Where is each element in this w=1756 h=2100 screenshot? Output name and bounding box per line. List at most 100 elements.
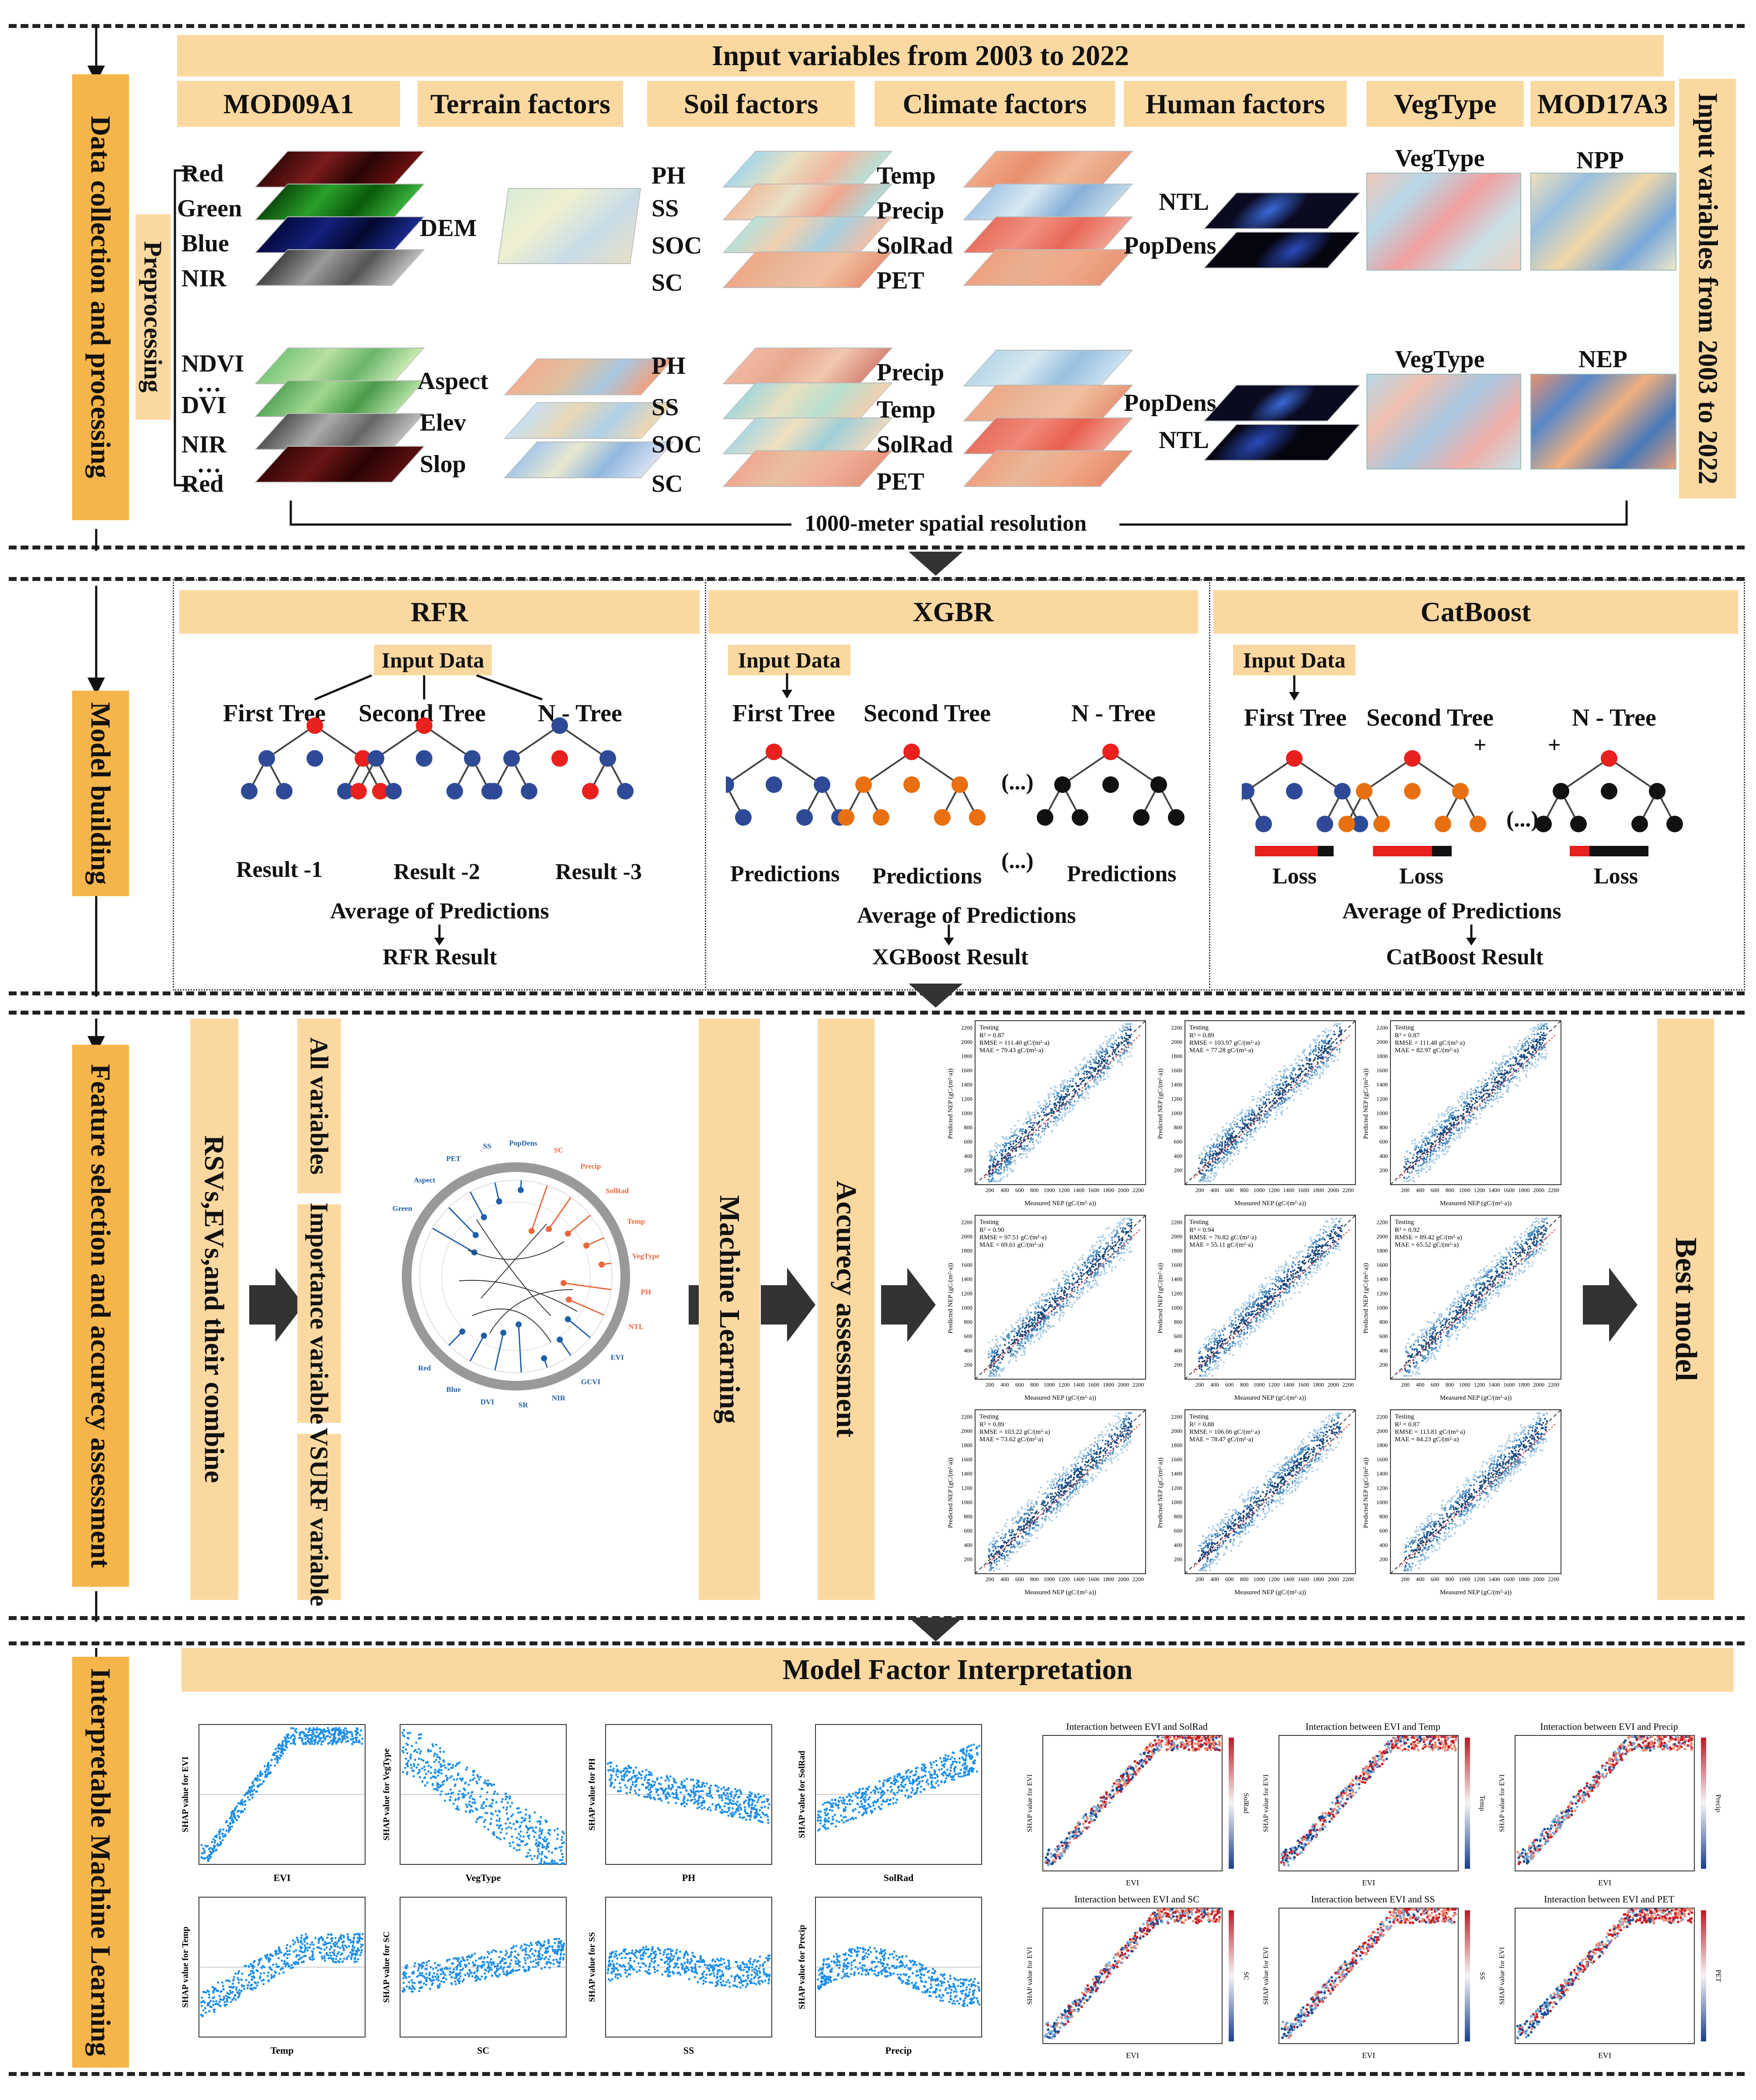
scatter-point [1084, 1098, 1087, 1101]
scatter-ytick: 200 [1174, 1167, 1183, 1173]
scatter-point [1131, 1043, 1133, 1046]
scatter-point [1289, 1255, 1291, 1257]
scatter-point [1200, 1368, 1203, 1371]
climate-bot-pet: PET [877, 468, 924, 495]
scatter-point [1333, 1031, 1335, 1033]
scatter-point [1013, 1353, 1015, 1356]
scatter-point [1449, 1337, 1451, 1339]
scatter-point [1233, 1154, 1236, 1156]
scatter-point [1456, 1137, 1458, 1139]
scatter-point [1010, 1140, 1012, 1143]
scatter-point [1095, 1058, 1097, 1060]
scatter-point [1127, 1023, 1129, 1025]
scatter-point [1311, 1249, 1314, 1252]
scatter-point [1092, 1263, 1094, 1266]
scatter-point [1254, 1328, 1256, 1330]
scatter-point [1439, 1126, 1441, 1128]
scatter-point [1446, 1128, 1448, 1130]
scatter-point [1225, 1134, 1227, 1137]
scatter-point [1297, 1064, 1300, 1067]
scatter-point [1010, 1127, 1013, 1130]
scatter-point [1082, 1072, 1084, 1074]
scatter-point [1461, 1128, 1463, 1130]
scatter-point [1242, 1309, 1244, 1311]
scatter-point [1098, 1255, 1101, 1258]
scatter-point [1033, 1316, 1036, 1318]
scatter-point [1407, 1160, 1409, 1163]
scatter-point [1422, 1332, 1424, 1335]
scatter-point [1223, 1156, 1226, 1158]
scatter-point [1039, 1331, 1041, 1333]
scatter-point [1018, 1146, 1021, 1148]
scatter-point [1337, 1059, 1339, 1061]
scatter-point [1327, 1033, 1330, 1036]
scatter-point [1453, 1139, 1456, 1141]
scatter-point [1263, 1316, 1266, 1318]
scatter-point [1282, 1082, 1284, 1085]
scatter-point [1003, 1146, 1006, 1149]
scatter-point [1320, 1263, 1322, 1265]
scatter-point [1536, 1026, 1539, 1028]
scatter-point [1430, 1149, 1432, 1152]
scatter-point [1470, 1119, 1472, 1121]
scatter-point [1118, 1043, 1120, 1046]
scatter-point [1404, 1166, 1406, 1168]
scatter-point [1404, 1180, 1406, 1182]
scatter-point [1338, 1026, 1341, 1029]
scatter-point [1526, 1064, 1528, 1067]
scatter-point [1228, 1129, 1231, 1131]
scatter-point [1124, 1245, 1126, 1247]
scatter-point [1276, 1084, 1278, 1086]
lollipop-head [557, 1336, 563, 1343]
scatter-point [1231, 1345, 1233, 1347]
scatter-point [1263, 1287, 1265, 1290]
scatter-point [1539, 1025, 1541, 1027]
scatter-point [1035, 1122, 1038, 1124]
scatter-point [1497, 1085, 1499, 1088]
npp-map [1530, 173, 1676, 271]
scatter-point [1292, 1094, 1294, 1097]
scatter-point [1415, 1160, 1417, 1162]
scatter-point [989, 1159, 992, 1162]
scatter-point [1330, 1053, 1332, 1055]
scatter-point [1240, 1307, 1243, 1309]
scatter-point [1216, 1365, 1219, 1368]
scatter-xtick: 1200 [1268, 1187, 1279, 1193]
scatter-point [1085, 1071, 1087, 1073]
scatter-xtick: 600 [1015, 1187, 1024, 1193]
scatter-point [1048, 1307, 1050, 1309]
lollipop-head [528, 1227, 535, 1234]
scatter-point [1205, 1159, 1207, 1161]
scatter-point [1498, 1068, 1500, 1070]
scatter-point [1298, 1088, 1300, 1091]
scatter-point [1121, 1239, 1123, 1241]
scatter-point [1414, 1138, 1416, 1141]
cat-final: CatBoost Result [1386, 945, 1543, 970]
scatter-point [1443, 1142, 1446, 1144]
option-all: All variables [297, 1019, 341, 1193]
scatter-point [1420, 1146, 1422, 1149]
scatter-point [1226, 1141, 1229, 1144]
scatter-point [1266, 1299, 1268, 1301]
scatter-point [1223, 1348, 1226, 1350]
scatter-point [1030, 1340, 1033, 1342]
scatter-point [1216, 1341, 1219, 1343]
scatter-point [1431, 1130, 1433, 1132]
circle-feature-label: SolRad [606, 1186, 629, 1195]
lollipop-stem [432, 1227, 475, 1253]
scatter-point [1211, 1171, 1213, 1173]
scatter-point [1038, 1120, 1041, 1123]
scatter-point [1230, 1126, 1232, 1128]
scatter-point [1261, 1321, 1264, 1323]
scatter-point [1286, 1271, 1289, 1273]
scatter-point [1243, 1338, 1245, 1341]
scatter-point [1067, 1111, 1070, 1113]
scatter-ytick: 1200 [961, 1095, 972, 1102]
mod-bot-ndvi: NDVI [181, 350, 244, 377]
scatter-point [1327, 1059, 1329, 1061]
scatter-point [1060, 1311, 1063, 1313]
scatter-point [1012, 1134, 1014, 1137]
scatter-point [1253, 1130, 1255, 1133]
scatter-point [1075, 1072, 1077, 1075]
